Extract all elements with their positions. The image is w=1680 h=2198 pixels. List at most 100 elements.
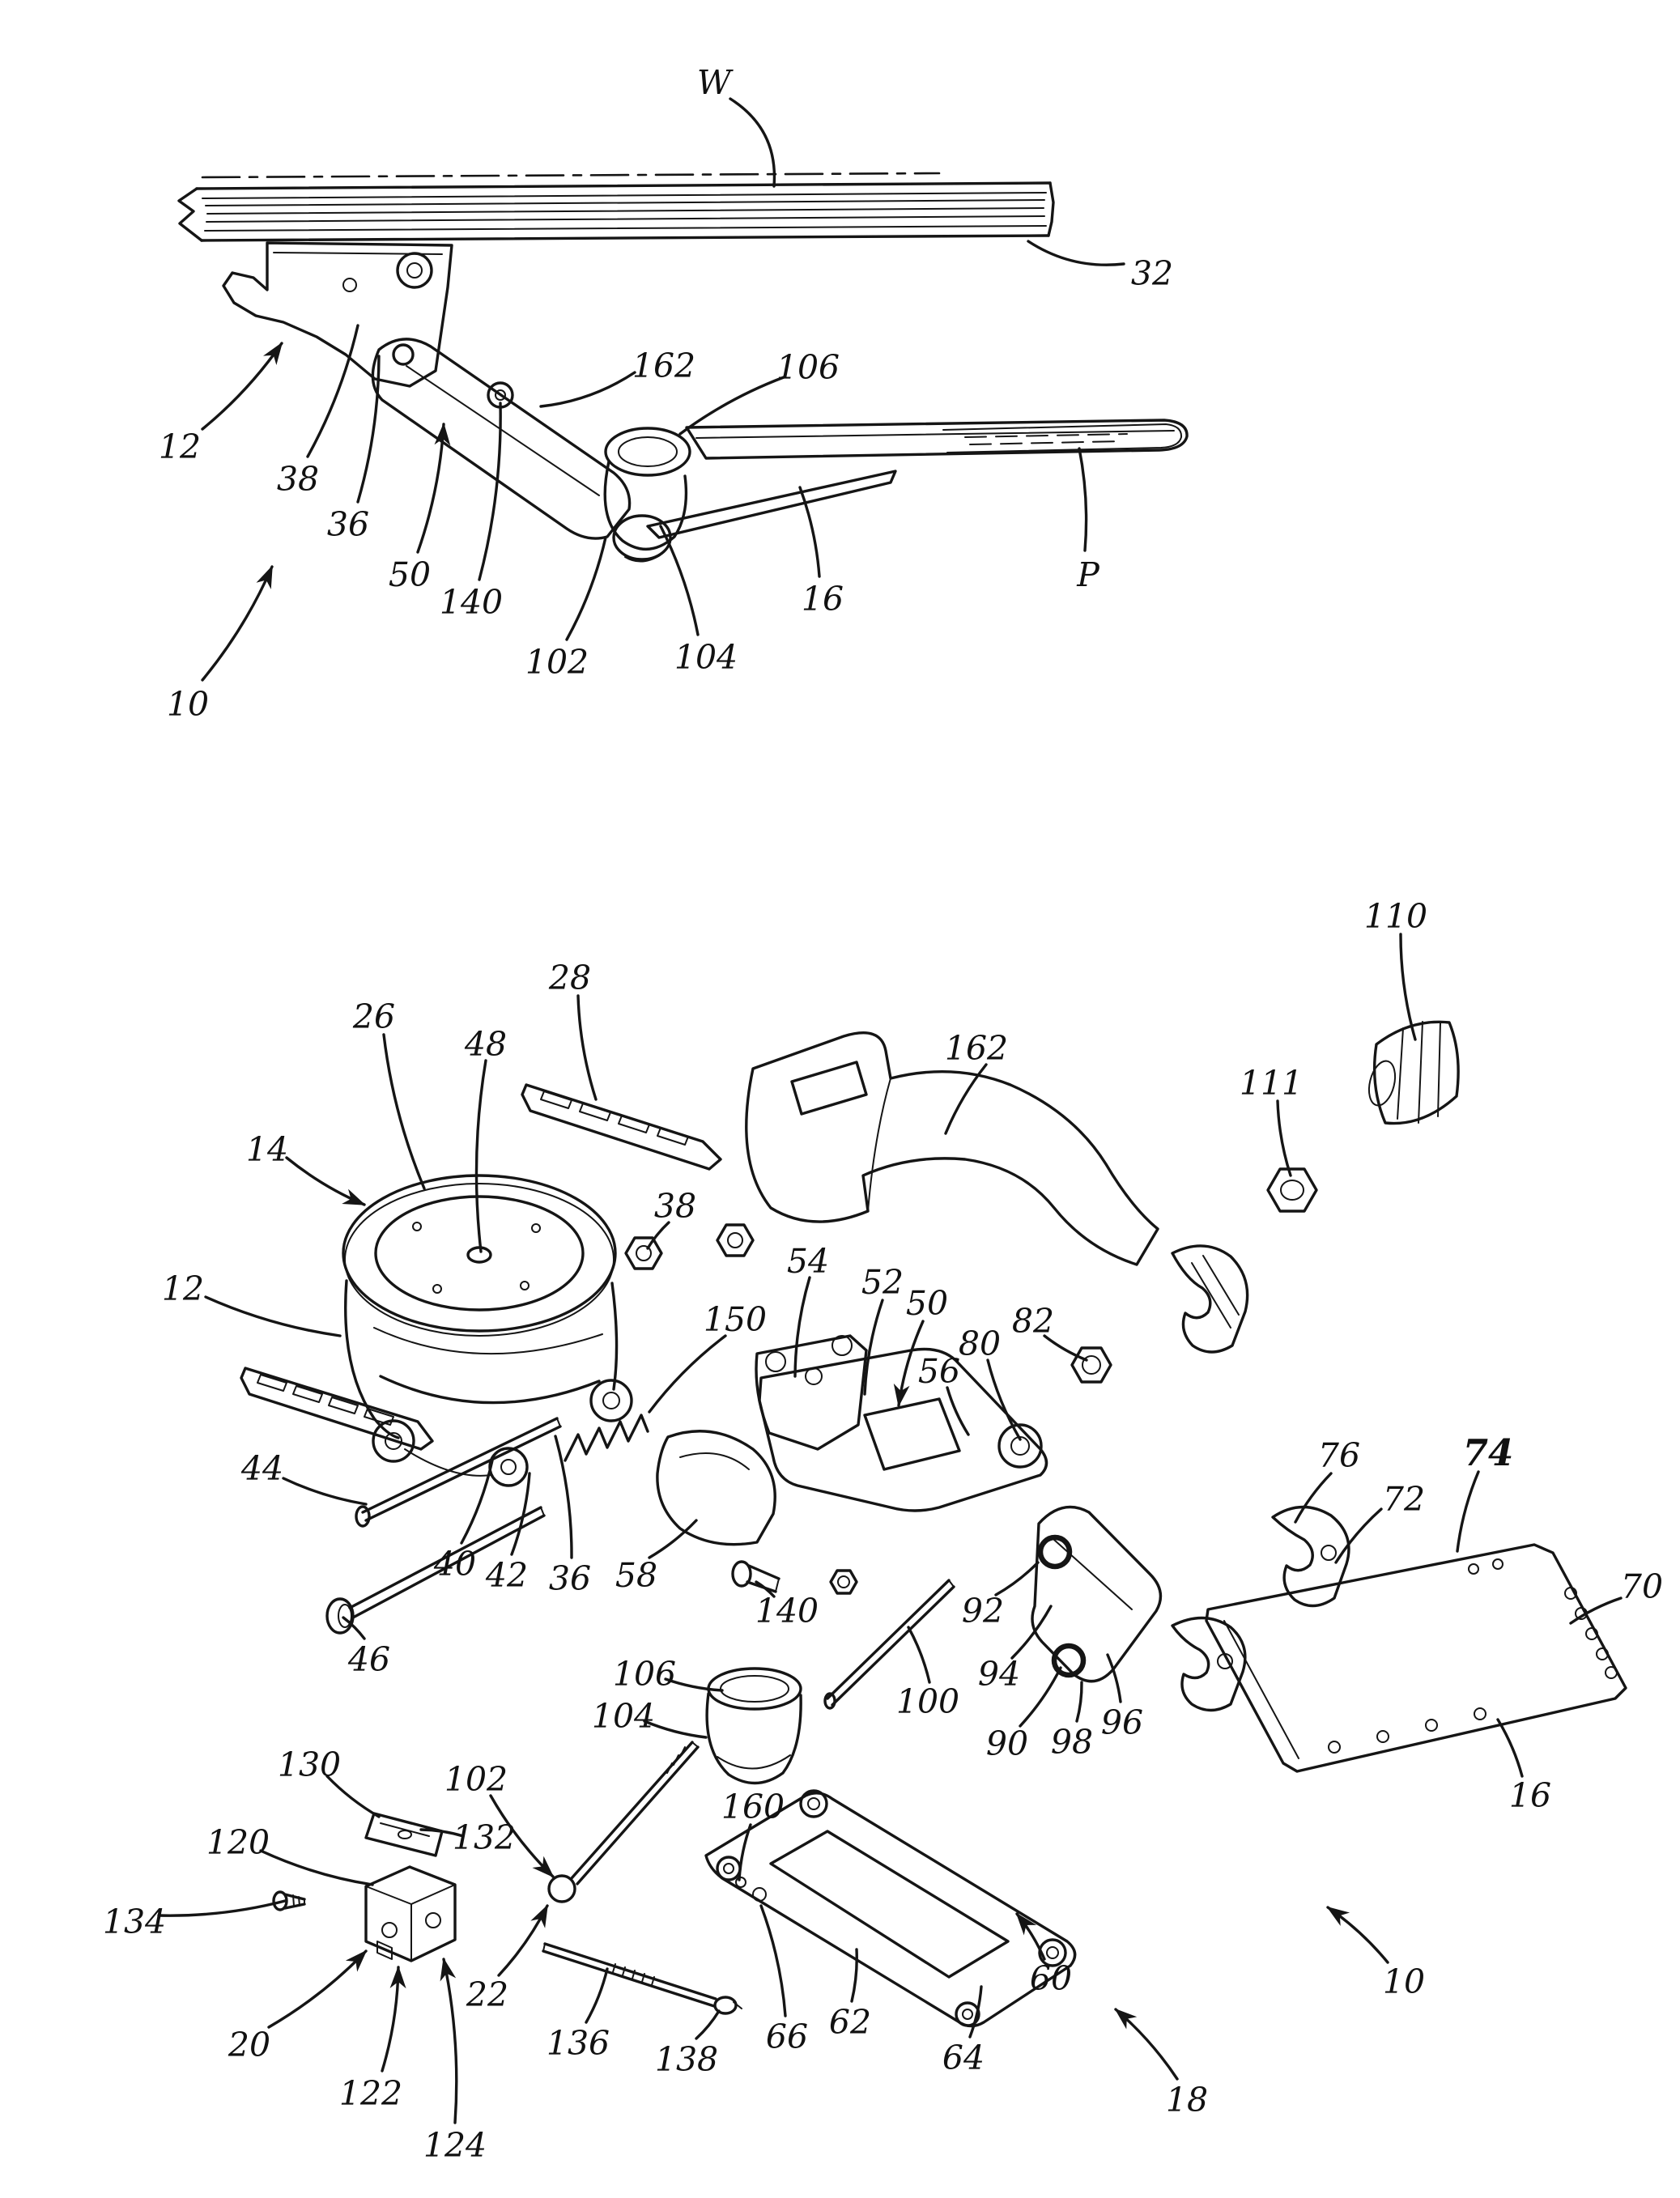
part-162-cover-bracket — [745, 1031, 1159, 1266]
ref-label-28: 28 — [548, 959, 591, 997]
part-60-66-tray-arm — [704, 1789, 1077, 2028]
part-center-nut — [829, 1569, 858, 1595]
ref-label-94: 94 — [978, 1655, 1020, 1694]
ref-label-102: 102 — [444, 1760, 508, 1799]
ref-label-42: 42 — [485, 1556, 528, 1595]
leader-line-16 — [1496, 1718, 1524, 1778]
leader-line-10 — [1326, 1906, 1389, 1964]
ref-label-122: 122 — [339, 2074, 402, 2113]
leader-line-58 — [648, 1519, 698, 1559]
leader-line-134 — [157, 1899, 287, 1917]
part-150-spring — [564, 1414, 649, 1462]
leader-line-54 — [793, 1276, 811, 1378]
ref-label-10: 10 — [167, 685, 209, 724]
ref-label-162: 162 — [945, 1029, 1008, 1068]
leader-line-12 — [201, 342, 283, 431]
leader-line-38 — [646, 1221, 670, 1250]
ref-label-54: 54 — [787, 1242, 829, 1281]
leader-line-96 — [1106, 1653, 1122, 1703]
part-38-nuts — [624, 1223, 755, 1270]
ref-label-36: 36 — [549, 1559, 591, 1598]
leader-line-120 — [259, 1849, 374, 1886]
part-left-hook-of-plate — [1171, 1616, 1247, 1712]
ref-label-56: 56 — [918, 1352, 960, 1391]
leader-line-62 — [850, 1948, 858, 2003]
leader-line-140 — [478, 402, 502, 581]
ref-label-104: 104 — [674, 638, 738, 677]
leader-line-18 — [1114, 2008, 1179, 2081]
ref-label-66: 66 — [766, 2017, 808, 2056]
leader-line-W — [729, 97, 776, 188]
leader-line-40 — [460, 1459, 494, 1545]
ref-label-52: 52 — [861, 1263, 904, 1302]
part-12-swivel-bracket — [344, 1279, 633, 1487]
part-46-bolt — [325, 1506, 546, 1635]
part-28-slotted-rail — [521, 1083, 722, 1171]
ref-label-100: 100 — [896, 1682, 959, 1721]
part-hook-end-cap — [1171, 1244, 1249, 1354]
part-136-138-rod — [542, 1942, 742, 2015]
ref-label-130: 130 — [278, 1745, 341, 1784]
ref-label-138: 138 — [655, 2040, 718, 2079]
ref-label-110: 110 — [1364, 897, 1427, 936]
ref-label-P: P — [1076, 555, 1100, 594]
ref-label-10: 10 — [1383, 1962, 1425, 2001]
ref-label-60: 60 — [1030, 1959, 1072, 1998]
leader-line-138 — [695, 2009, 721, 2040]
leader-line-74 — [1456, 1470, 1480, 1553]
leader-line-36 — [554, 1435, 573, 1559]
ref-label-82: 82 — [1012, 1302, 1054, 1341]
leader-line-44 — [282, 1477, 368, 1506]
leader-line-160 — [738, 1823, 752, 1881]
ref-label-48: 48 — [464, 1025, 507, 1064]
leader-line-150 — [648, 1334, 727, 1414]
ref-label-72: 72 — [1383, 1480, 1425, 1519]
leader-line-56 — [946, 1386, 970, 1436]
part-14-turntable-ring — [342, 1174, 617, 1337]
leader-line-130 — [325, 1775, 381, 1818]
figure-2-exploded: 1101111622826481438125452505680821504446… — [103, 897, 1663, 2165]
ref-label-16: 16 — [802, 580, 844, 619]
ref-label-50: 50 — [389, 555, 431, 594]
leader-line-80 — [986, 1358, 1022, 1441]
leader-line-111 — [1276, 1099, 1292, 1177]
ref-label-62: 62 — [829, 2003, 871, 2042]
part-120-124-block — [364, 1865, 457, 1962]
leader-line-162 — [944, 1063, 988, 1135]
leader-line-102 — [489, 1794, 555, 1878]
leader-line-102 — [565, 536, 607, 641]
ref-label-12: 12 — [159, 427, 201, 466]
ref-label-160: 160 — [721, 1788, 785, 1826]
leader-line-104 — [643, 1720, 708, 1739]
leader-line-72 — [1334, 1507, 1383, 1564]
ref-label-140: 140 — [755, 1592, 819, 1630]
phantom-centerline — [201, 172, 941, 179]
ref-label-124: 124 — [423, 2126, 487, 2165]
ref-label-140: 140 — [440, 583, 503, 622]
leader-line-52 — [863, 1299, 884, 1396]
ref-label-70: 70 — [1621, 1567, 1663, 1606]
keyboard-tray — [646, 419, 1189, 539]
ref-label-90: 90 — [986, 1724, 1028, 1763]
part-134-screw — [272, 1890, 306, 1911]
ref-label-162: 162 — [632, 346, 695, 385]
leader-line-70 — [1569, 1596, 1623, 1625]
leader-line-38 — [306, 324, 359, 458]
ref-label-106: 106 — [776, 348, 840, 387]
ref-label-14: 14 — [246, 1130, 288, 1169]
leader-line-28 — [576, 994, 598, 1101]
part-90-98-link — [1031, 1505, 1163, 1683]
leader-line-162 — [539, 371, 636, 408]
leader-line-100 — [907, 1626, 931, 1684]
leader-line-92 — [994, 1561, 1040, 1596]
part-76-hook — [1271, 1505, 1350, 1608]
part-104-106-wrist-cup — [705, 1667, 802, 1785]
worksurface — [177, 181, 1055, 242]
figure-2-labels: 1101111622826481438125452505680821504446… — [103, 897, 1663, 2165]
leader-line-46 — [342, 1616, 366, 1640]
mounting-bracket — [222, 241, 453, 388]
leader-line-20 — [267, 1949, 368, 2029]
